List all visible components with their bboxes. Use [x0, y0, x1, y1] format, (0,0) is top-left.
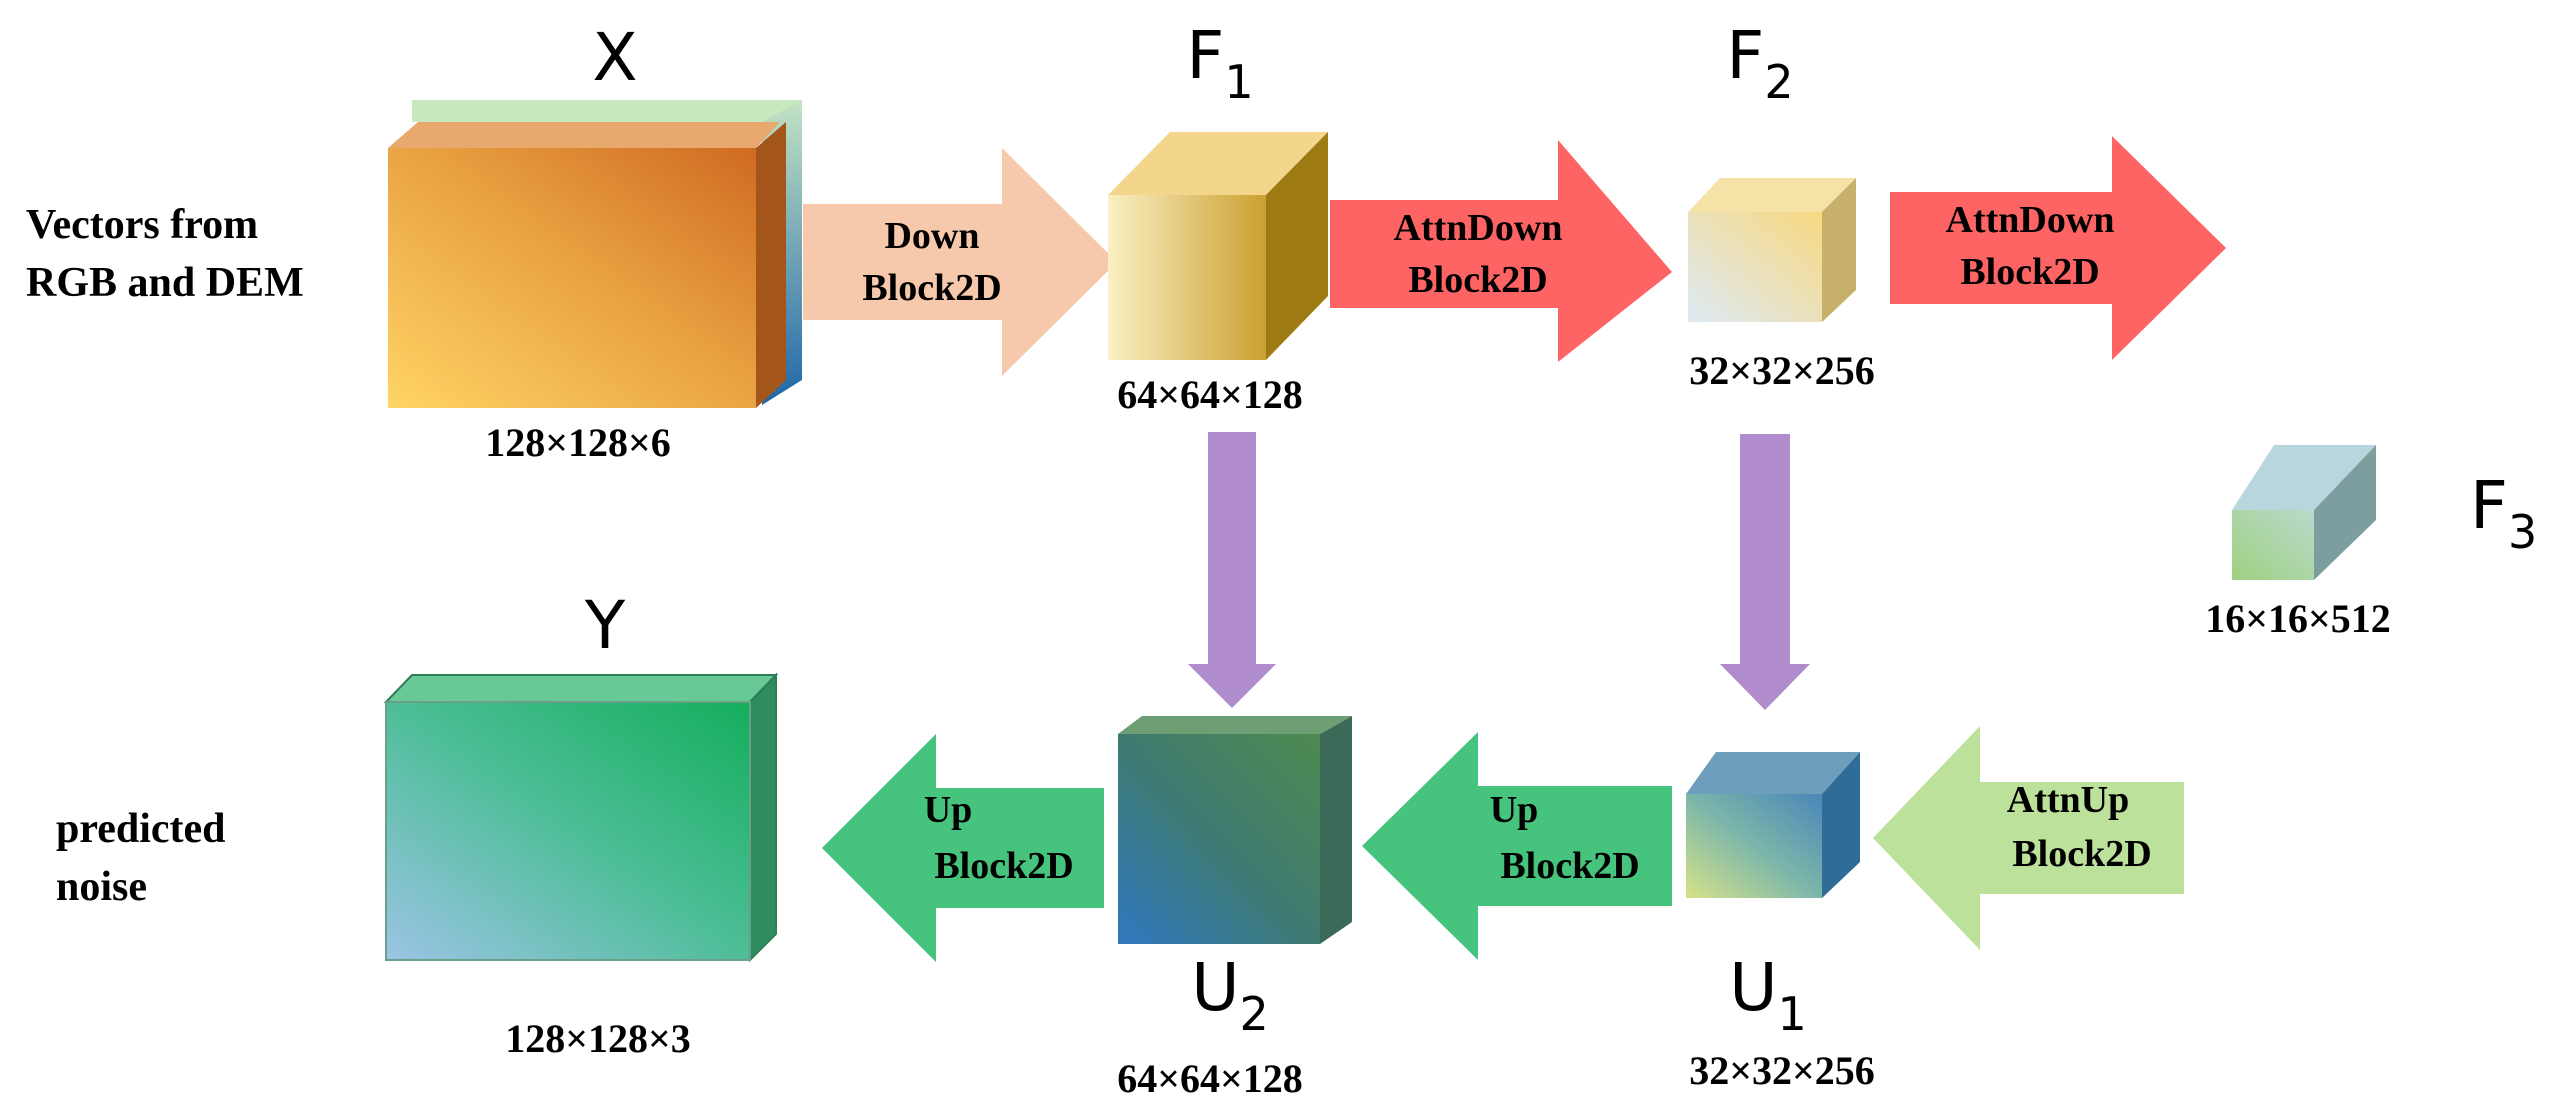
tensor-y [383, 672, 779, 963]
attn-down-block-arrow-1 [1330, 140, 1672, 362]
attn-up-label-line1: AttnUp [2007, 779, 2129, 821]
tensor-u1 [1686, 752, 1860, 898]
attn-down-1-label-line1: AttnDown [1394, 207, 1563, 249]
up-block-arrow-1 [1362, 732, 1672, 960]
down-block-label-line2: Block2D [862, 267, 1001, 309]
tensor-f2 [1688, 178, 1856, 322]
attn-up-label-line2: Block2D [2012, 833, 2151, 875]
tensor-u1-dims: 32×32×256 [1689, 1048, 1875, 1093]
up-1-label-line1: Up [1490, 789, 1539, 831]
tensor-f3 [2232, 445, 2376, 580]
attn-down-block-arrow-2 [1890, 136, 2226, 360]
attn-up-block-arrow [1873, 726, 2184, 950]
skip-arrow-f2-u1 [1720, 434, 1810, 710]
attn-down-1-label-line2: Block2D [1408, 259, 1547, 301]
up-2-label-line1: Up [924, 789, 973, 831]
tensor-u2 [1118, 716, 1352, 944]
tensor-f2-label: F2 [1726, 17, 1793, 109]
tensor-f2-dims: 32×32×256 [1689, 348, 1875, 393]
up-block-arrow-2 [822, 734, 1104, 962]
tensor-f1 [1108, 132, 1328, 360]
tensor-f1-label: F1 [1186, 17, 1253, 109]
output-label-line2: noise [56, 864, 147, 910]
tensor-u1-label: U1 [1729, 949, 1807, 1041]
tensor-x-label: X [592, 19, 637, 96]
input-label-line1: Vectors from [26, 202, 258, 248]
tensor-y-label: Y [584, 587, 626, 664]
attn-down-2-label-line2: Block2D [1960, 251, 2099, 293]
tensor-u2-dims: 64×64×128 [1117, 1056, 1303, 1101]
tensor-y-dims: 128×128×3 [505, 1016, 691, 1061]
tensor-u2-label: U2 [1191, 949, 1269, 1041]
tensor-f1-dims: 64×64×128 [1117, 372, 1303, 417]
down-block-arrow [803, 148, 1117, 376]
output-label-line1: predicted [56, 806, 226, 852]
up-2-label-line2: Block2D [934, 845, 1073, 887]
attn-down-2-label-line1: AttnDown [1946, 199, 2115, 241]
down-block-label-line1: Down [884, 215, 979, 257]
tensor-x [388, 100, 802, 408]
skip-arrow-f1-u2 [1188, 432, 1276, 708]
tensor-f3-label: F3 [2470, 467, 2537, 559]
tensor-f3-dims: 16×16×512 [2205, 596, 2391, 641]
up-1-label-line2: Block2D [1500, 845, 1639, 887]
input-label-line2: RGB and DEM [26, 260, 304, 306]
tensor-x-dims: 128×128×6 [485, 420, 671, 465]
